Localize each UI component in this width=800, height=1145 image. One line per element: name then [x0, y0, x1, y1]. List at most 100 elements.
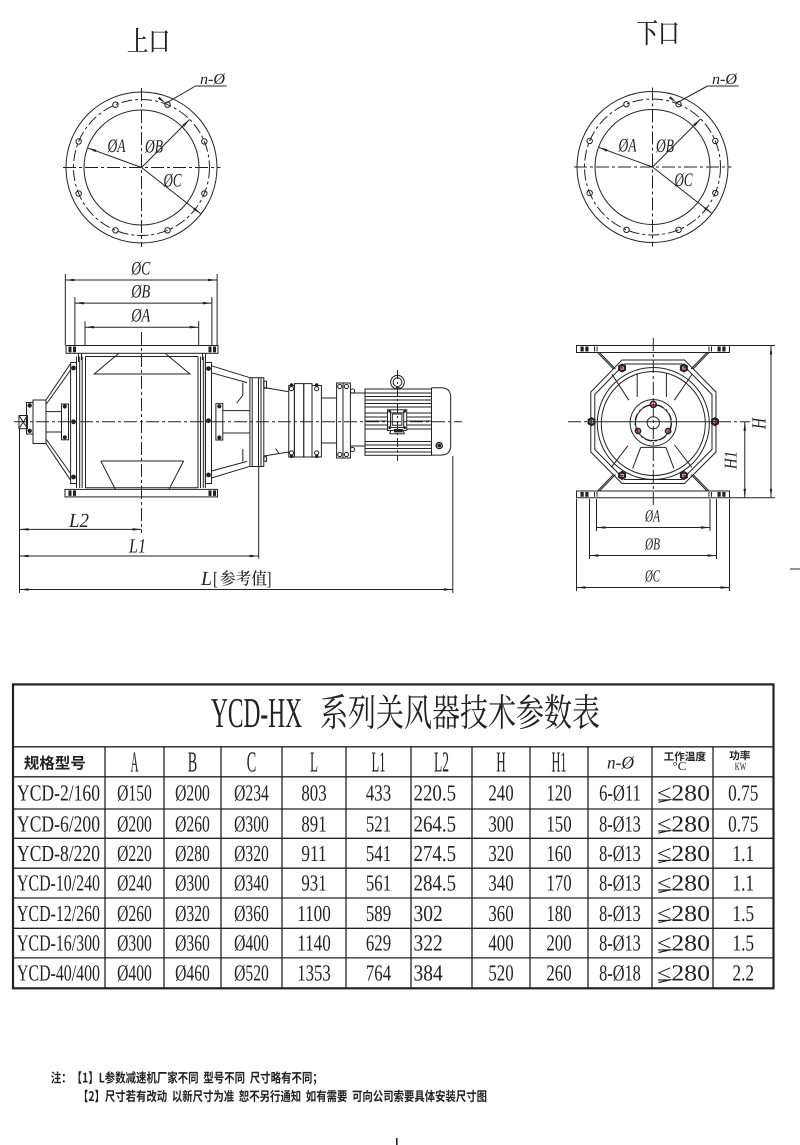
- svg-text:400: 400: [488, 931, 513, 956]
- svg-text:C: C: [247, 746, 257, 778]
- svg-text:ØC: ØC: [130, 259, 150, 280]
- svg-text:L1: L1: [372, 746, 386, 778]
- svg-text:322: 322: [414, 931, 443, 956]
- svg-text:433: 433: [366, 781, 391, 806]
- svg-text:ØA: ØA: [107, 136, 126, 157]
- svg-text:1.5: 1.5: [732, 901, 754, 926]
- svg-text:≤280: ≤280: [657, 841, 710, 866]
- svg-text:1100: 1100: [297, 901, 331, 926]
- svg-text:803: 803: [301, 781, 326, 806]
- svg-text:8-Ø13: 8-Ø13: [599, 811, 641, 836]
- svg-text:ØC: ØC: [163, 171, 182, 192]
- svg-text:Ø460: Ø460: [175, 961, 210, 986]
- svg-text:360: 360: [488, 901, 513, 926]
- svg-text:0.75: 0.75: [728, 811, 758, 836]
- svg-text:Ø300: Ø300: [234, 811, 269, 836]
- svg-text:284.5: 284.5: [414, 871, 457, 896]
- svg-text:911: 911: [301, 841, 326, 866]
- svg-text:264.5: 264.5: [414, 811, 457, 836]
- svg-text:Ø520: Ø520: [234, 961, 269, 986]
- svg-text:L2: L2: [434, 746, 449, 778]
- svg-text:B: B: [188, 746, 198, 778]
- svg-text:Ø300: Ø300: [117, 931, 152, 956]
- svg-text:Ø320: Ø320: [175, 901, 210, 926]
- svg-text:H: H: [496, 746, 506, 778]
- svg-text:ØA: ØA: [130, 306, 150, 327]
- svg-text:2.2: 2.2: [732, 961, 754, 986]
- svg-text:H1: H1: [552, 746, 567, 778]
- svg-text:541: 541: [366, 841, 391, 866]
- svg-text:6-Ø11: 6-Ø11: [599, 781, 641, 806]
- svg-text:384: 384: [414, 961, 444, 986]
- svg-text:L1: L1: [128, 536, 146, 558]
- svg-text:YCD-12/260: YCD-12/260: [17, 901, 100, 926]
- svg-text:160: 160: [546, 841, 571, 866]
- svg-text:589: 589: [366, 901, 391, 926]
- svg-text:8-Ø13: 8-Ø13: [599, 841, 641, 866]
- svg-text:150: 150: [546, 811, 571, 836]
- svg-text:170: 170: [546, 871, 571, 896]
- svg-text:764: 764: [366, 961, 392, 986]
- svg-text:629: 629: [366, 931, 391, 956]
- svg-text:200: 200: [546, 931, 571, 956]
- svg-text:Ø150: Ø150: [117, 781, 152, 806]
- svg-text:≤280: ≤280: [657, 871, 710, 896]
- svg-text:n-Ø: n-Ø: [607, 753, 635, 773]
- svg-text:Ø280: Ø280: [175, 841, 210, 866]
- svg-text:Ø320: Ø320: [234, 841, 269, 866]
- svg-text:L2: L2: [68, 510, 89, 532]
- svg-text:ØB: ØB: [655, 136, 674, 157]
- svg-text:≤280: ≤280: [657, 961, 710, 986]
- svg-text:0.75: 0.75: [728, 781, 758, 806]
- svg-text:A: A: [131, 746, 139, 778]
- svg-text:561: 561: [366, 871, 391, 896]
- svg-text:Ø360: Ø360: [175, 931, 210, 956]
- svg-text:YCD-40/400: YCD-40/400: [17, 961, 100, 986]
- svg-text:ØB: ØB: [130, 282, 150, 303]
- svg-text:KW: KW: [735, 761, 747, 773]
- svg-text:ØB: ØB: [644, 535, 660, 554]
- svg-text:521: 521: [366, 811, 391, 836]
- svg-text:ØC: ØC: [644, 567, 660, 586]
- svg-text:520: 520: [488, 961, 513, 986]
- svg-text:180: 180: [546, 901, 571, 926]
- svg-text:n-Ø: n-Ø: [712, 71, 738, 88]
- svg-text:ØA: ØA: [644, 507, 660, 526]
- svg-text:260: 260: [546, 961, 571, 986]
- svg-text:Ø400: Ø400: [234, 931, 269, 956]
- svg-text:300: 300: [488, 811, 513, 836]
- svg-text:240: 240: [488, 781, 513, 806]
- svg-text:ØA: ØA: [618, 136, 637, 157]
- svg-text:≤280: ≤280: [657, 811, 710, 836]
- svg-text:Ø240: Ø240: [117, 871, 152, 896]
- svg-text:340: 340: [488, 871, 513, 896]
- svg-text:[: [: [213, 569, 218, 590]
- svg-text:8-Ø13: 8-Ø13: [599, 901, 641, 926]
- svg-text:Ø220: Ø220: [117, 841, 152, 866]
- svg-text:931: 931: [301, 871, 326, 896]
- svg-text:1.1: 1.1: [732, 871, 754, 896]
- svg-text:YCD-10/240: YCD-10/240: [17, 871, 100, 896]
- svg-text:120: 120: [546, 781, 571, 806]
- svg-text:8-Ø18: 8-Ø18: [599, 961, 641, 986]
- svg-text:YCD-HX: YCD-HX: [211, 690, 302, 737]
- svg-text:Ø234: Ø234: [234, 781, 269, 806]
- svg-text:≤280: ≤280: [657, 781, 710, 806]
- svg-text:8-Ø13: 8-Ø13: [599, 871, 641, 896]
- svg-text:Ø300: Ø300: [175, 871, 210, 896]
- svg-text:Ø360: Ø360: [234, 901, 269, 926]
- svg-text:L: L: [310, 746, 318, 778]
- svg-text:≤280: ≤280: [657, 901, 710, 926]
- svg-text:274.5: 274.5: [414, 841, 457, 866]
- svg-text:ØB: ØB: [144, 137, 163, 158]
- svg-text:H1: H1: [721, 451, 741, 470]
- svg-text:]: ]: [267, 569, 272, 590]
- svg-text:1.5: 1.5: [732, 931, 754, 956]
- svg-text:YCD-6/200: YCD-6/200: [17, 811, 100, 836]
- svg-text:8-Ø13: 8-Ø13: [599, 931, 641, 956]
- svg-text:320: 320: [488, 841, 513, 866]
- svg-text:YCD-8/220: YCD-8/220: [17, 841, 100, 866]
- svg-text:220.5: 220.5: [414, 781, 457, 806]
- svg-text:Ø200: Ø200: [117, 811, 152, 836]
- svg-text:Ø200: Ø200: [175, 781, 210, 806]
